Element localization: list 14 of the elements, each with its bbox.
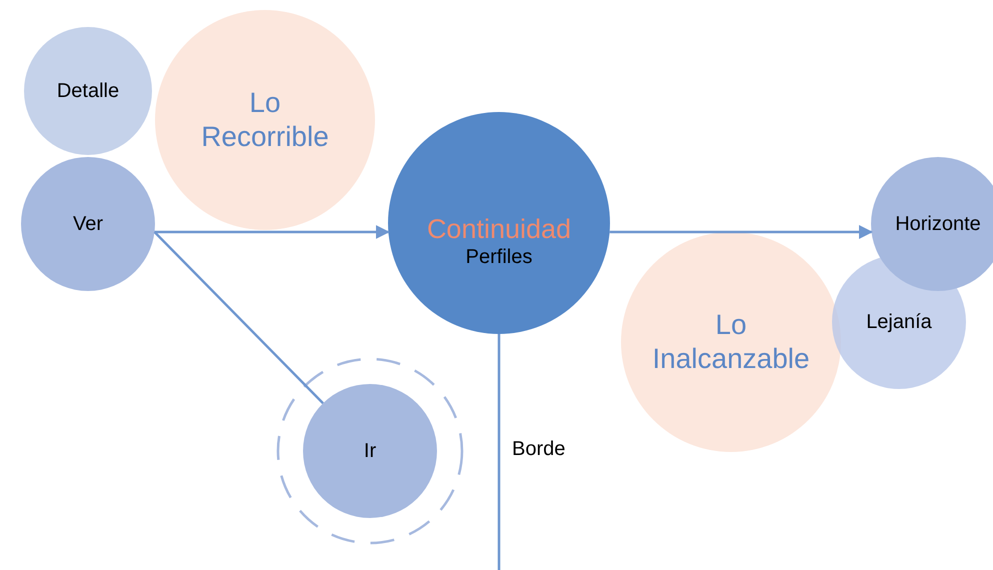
connector-line bbox=[154, 231, 324, 404]
line-label: Borde bbox=[512, 438, 566, 461]
node-label: Continuidad bbox=[426, 212, 572, 246]
node-label: Lo Inalcanzable bbox=[651, 308, 811, 376]
arrow bbox=[610, 225, 873, 239]
node-label: Ver bbox=[72, 212, 104, 236]
node-label: Lejanía bbox=[866, 310, 932, 334]
connector-line bbox=[498, 334, 500, 570]
node-label: Detalle bbox=[56, 79, 120, 103]
node-label: Horizonte bbox=[895, 212, 981, 236]
node-label: Lo Recorrible bbox=[200, 86, 330, 154]
arrow bbox=[154, 225, 390, 239]
node-label: Perfiles bbox=[466, 245, 532, 270]
node-label: Ir bbox=[364, 439, 376, 463]
